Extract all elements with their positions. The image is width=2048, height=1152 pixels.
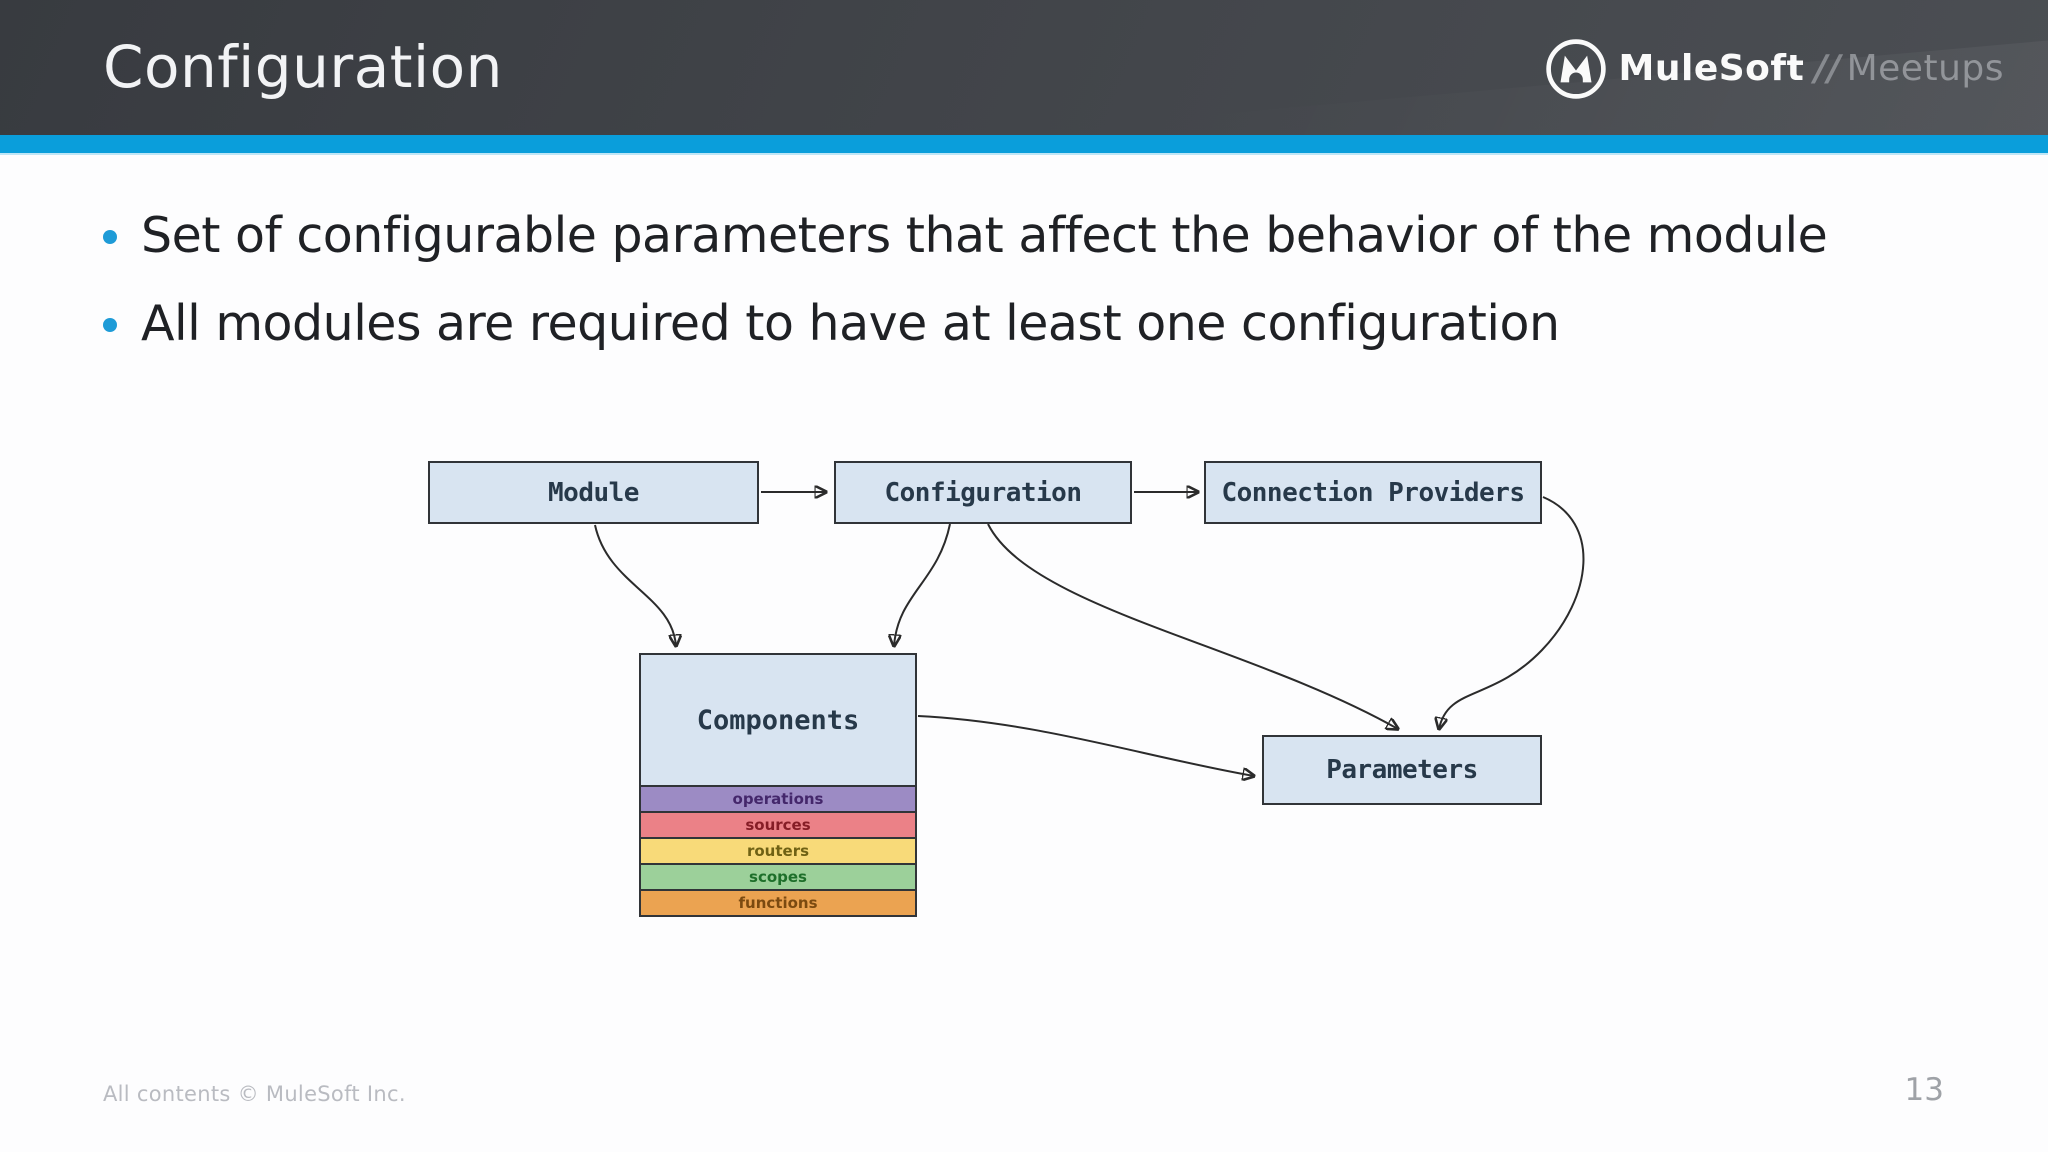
edge-components-parameters xyxy=(917,715,1254,776)
diagram-box-parameters: Parameters xyxy=(1262,735,1542,805)
components-layer-sources: sources xyxy=(641,811,915,837)
bullet-text: Set of configurable parameters that affe… xyxy=(141,207,1828,264)
slide-header: Configuration MuleSoft // Meetups xyxy=(0,0,2048,135)
bullet-text: All modules are required to have at leas… xyxy=(141,295,1560,352)
edge-configuration-components xyxy=(894,523,951,646)
bullet-dot-icon xyxy=(103,318,117,332)
page-title: Configuration xyxy=(103,33,503,101)
diagram-box-connection-providers: Connection Providers xyxy=(1204,461,1542,524)
page-number: 13 xyxy=(1904,1072,1944,1108)
edge-module-components xyxy=(594,524,676,646)
footer-copyright: All contents © MuleSoft Inc. xyxy=(103,1082,406,1106)
edge-connection-providers-parameters xyxy=(1439,496,1585,729)
bullet-item: Set of configurable parameters that affe… xyxy=(103,205,1983,267)
components-layer-operations: operations xyxy=(641,785,915,811)
bullet-item: All modules are required to have at leas… xyxy=(103,293,1983,355)
accent-bar xyxy=(0,135,2048,155)
diagram-box-components: Components operations sources routers sc… xyxy=(639,653,917,917)
edge-configuration-parameters xyxy=(987,523,1398,729)
components-layer-functions: functions xyxy=(641,889,915,915)
diagram-box-module: Module xyxy=(428,461,759,524)
components-label: Components xyxy=(696,704,860,736)
bullet-dot-icon xyxy=(103,230,117,244)
bullet-list: Set of configurable parameters that affe… xyxy=(103,205,1983,381)
diagram-box-configuration: Configuration xyxy=(834,461,1132,524)
components-layer-scopes: scopes xyxy=(641,863,915,889)
components-layer-routers: routers xyxy=(641,837,915,863)
